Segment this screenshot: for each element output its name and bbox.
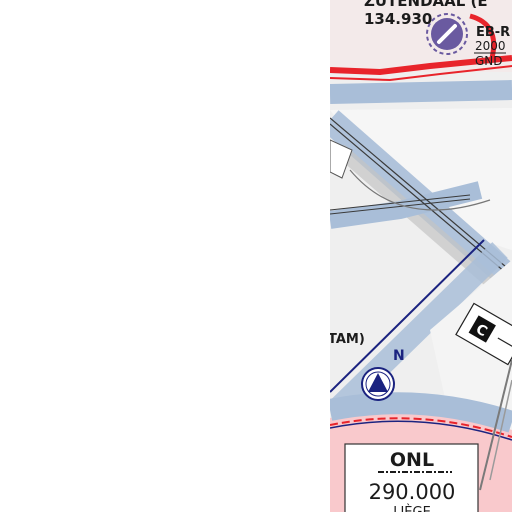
- grey-diagonal-2: [489, 379, 512, 481]
- route-line-4: [330, 198, 471, 215]
- restricted-area-symbol[interactable]: [426, 13, 468, 55]
- controlled-zone-band: [330, 392, 512, 433]
- navaid-ident: ONL: [390, 449, 434, 471]
- restricted-lower-limit: GND: [475, 54, 503, 68]
- route-line-2: [330, 123, 512, 279]
- reporting-point-icon[interactable]: [361, 367, 395, 401]
- station-frequency: 134.930: [364, 10, 432, 28]
- controlled-zone-border: [330, 417, 512, 438]
- blank-margin: [0, 0, 330, 512]
- restricted-label: EB-R: [476, 25, 510, 40]
- circle-arc: [349, 169, 491, 211]
- red-boundary-line: [330, 55, 512, 76]
- reporting-point-label: N: [393, 348, 405, 364]
- navy-boundary: [330, 239, 485, 393]
- navaid-name: LIÈGE: [393, 504, 431, 512]
- restricted-upper-limit: 2000: [475, 39, 506, 53]
- aerodrome-badge[interactable]: C: [455, 302, 512, 366]
- navaid-frequency: 290.000: [369, 480, 456, 504]
- red-boundary-line-thin: [330, 65, 512, 82]
- grey-diagonal: [479, 359, 512, 491]
- small-block: [330, 139, 353, 179]
- controlled-zone-navy: [330, 420, 512, 441]
- chart-area: C ZUTENDAAL (E 134.930 EB-R 2000 GND TAM…: [328, 0, 512, 512]
- station-name: ZUTENDAAL (E: [364, 0, 488, 10]
- notam-label: TAM): [328, 332, 365, 347]
- route-line-3: [330, 194, 471, 211]
- aerodrome-badge-letter-box: [468, 315, 496, 343]
- airspace-band-horizontal: [330, 80, 512, 104]
- route-line-1: [330, 117, 512, 273]
- navaid-box[interactable]: ONL 290.000 LIÈGE: [344, 443, 479, 512]
